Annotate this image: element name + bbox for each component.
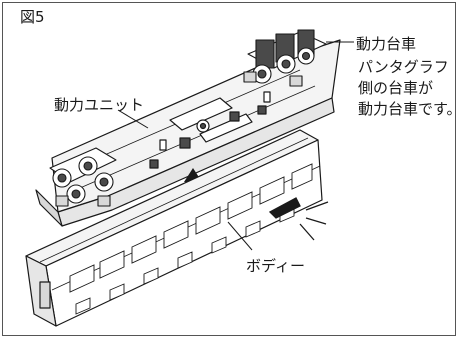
note-line: 動力台車です。 (358, 100, 461, 118)
body-windows (69, 163, 313, 315)
rear-truck (49, 147, 117, 207)
power-truck (243, 29, 327, 87)
power-unit-chassis (35, 39, 341, 227)
leader-lines (117, 41, 354, 251)
figure-frame (2, 2, 456, 336)
power-truck-label: 動力台車 (356, 35, 417, 53)
motion-lines (268, 197, 329, 241)
note-line: 側の台車が (358, 79, 434, 97)
power-unit-label: 動力ユニット (54, 96, 145, 114)
pantograph-note: パンタグラフ 側の台車が 動力台車です。 (358, 57, 461, 120)
figure-label: 図5 (20, 8, 45, 26)
note-line: パンタグラフ (358, 58, 449, 76)
body-label: ボディー (246, 257, 305, 275)
